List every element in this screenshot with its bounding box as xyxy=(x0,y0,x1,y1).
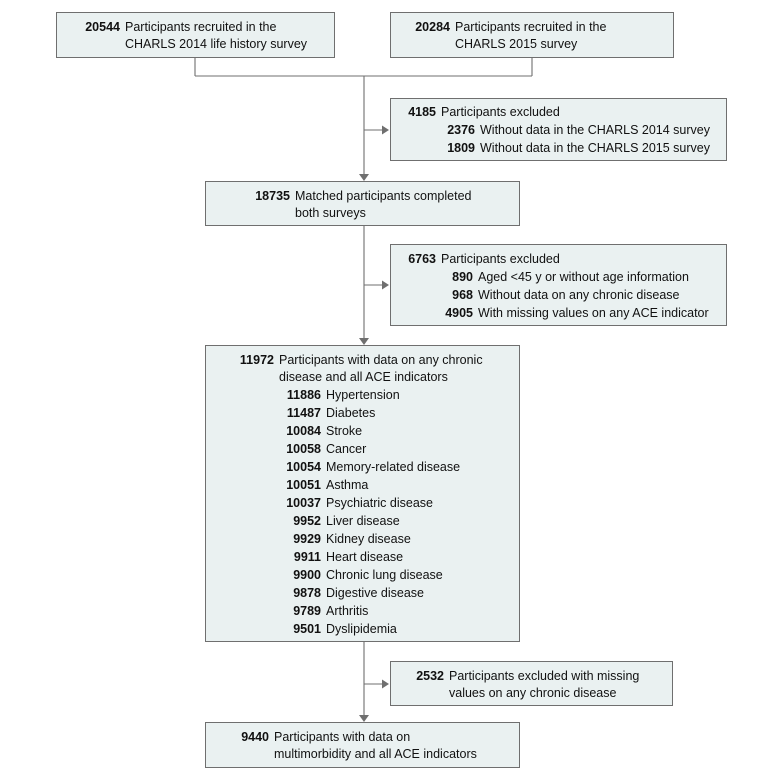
disease-count: 10051 xyxy=(286,478,321,492)
count-matched: 18735 xyxy=(255,189,290,203)
disease-count: 9911 xyxy=(293,550,321,564)
label-recruited-2015-line2: CHARLS 2015 survey xyxy=(455,37,578,51)
box-excluded-3: 2532 Participants excluded with missing … xyxy=(390,661,673,706)
box-excluded-2: 6763 Participants excluded 890 Aged <45 … xyxy=(390,244,727,326)
exclusion-item-count: 890 xyxy=(452,270,473,284)
count-excluded-2: 6763 xyxy=(408,252,436,266)
disease-count: 9900 xyxy=(293,568,321,582)
exclusion-item-count: 968 xyxy=(452,288,473,302)
label-excluded-1: Participants excluded xyxy=(441,105,560,119)
box-with-data: 11972 Participants with data on any chro… xyxy=(205,345,520,642)
count-excluded-3: 2532 xyxy=(416,669,444,683)
disease-label: Diabetes xyxy=(326,406,376,420)
disease-label: Chronic lung disease xyxy=(326,568,443,582)
label-recruited-2015-line1: Participants recruited in the xyxy=(455,20,607,34)
count-recruited-2014: 20544 xyxy=(85,20,120,34)
box-recruited-2015: 20284 Participants recruited in the CHAR… xyxy=(390,12,674,58)
label-final-line1: Participants with data on xyxy=(274,730,411,744)
box-final: 9440 Participants with data on multimorb… xyxy=(205,722,520,768)
exclusion-item-count: 1809 xyxy=(447,141,475,155)
label-with-data-line1: Participants with data on any chronic xyxy=(279,353,483,367)
disease-label: Psychiatric disease xyxy=(326,496,433,510)
disease-label: Liver disease xyxy=(326,514,400,528)
label-recruited-2014-line1: Participants recruited in the xyxy=(125,20,277,34)
arrow-to-exclusion-1 xyxy=(382,125,389,135)
label-recruited-2014-line2: CHARLS 2014 life history survey xyxy=(125,37,308,51)
disease-label: Heart disease xyxy=(326,550,404,564)
label-excluded-3-line2: values on any chronic disease xyxy=(449,686,617,700)
label-final-line2: multimorbidity and all ACE indicators xyxy=(274,747,477,761)
count-recruited-2015: 20284 xyxy=(415,20,450,34)
box-excluded-1: 4185 Participants excluded 2376 Without … xyxy=(390,98,727,161)
exclusion-item-count: 4905 xyxy=(445,306,473,320)
disease-label: Arthritis xyxy=(326,604,369,618)
disease-count: 11886 xyxy=(286,388,321,402)
disease-count: 10058 xyxy=(286,442,321,456)
exclusion-item-label: Aged <45 y or without age information xyxy=(478,270,689,284)
exclusion-item-label: Without data on any chronic disease xyxy=(478,288,680,302)
disease-label: Digestive disease xyxy=(326,586,424,600)
arrow-to-with-data xyxy=(359,338,369,345)
disease-count: 10037 xyxy=(286,496,321,510)
exclusion-item-label: Without data in the CHARLS 2014 survey xyxy=(480,123,710,137)
disease-label: Kidney disease xyxy=(326,532,411,546)
label-excluded-2: Participants excluded xyxy=(441,252,560,266)
box-matched: 18735 Matched participants completed bot… xyxy=(205,181,520,226)
arrow-to-exclusion-2 xyxy=(382,280,389,290)
arrow-to-final xyxy=(359,715,369,722)
arrow-to-matched xyxy=(359,174,369,181)
disease-label: Memory-related disease xyxy=(326,460,461,474)
box-recruited-2014: 20544 Participants recruited in the CHAR… xyxy=(56,12,335,58)
exclusion-item-count: 2376 xyxy=(447,123,475,137)
disease-label: Dyslipidemia xyxy=(326,622,397,636)
disease-count: 10054 xyxy=(286,460,321,474)
disease-label: Cancer xyxy=(326,442,367,456)
disease-count: 10084 xyxy=(286,424,321,438)
exclusion-item-label: With missing values on any ACE indicator xyxy=(478,306,709,320)
label-matched-line2: both surveys xyxy=(295,206,366,220)
disease-count: 9878 xyxy=(293,586,321,600)
count-excluded-1: 4185 xyxy=(408,105,436,119)
count-with-data: 11972 xyxy=(239,353,274,367)
arrow-to-exclusion-3 xyxy=(382,679,389,689)
disease-count: 9501 xyxy=(293,622,321,636)
disease-count: 11487 xyxy=(286,406,321,420)
exclusion-item-label: Without data in the CHARLS 2015 survey xyxy=(480,141,710,155)
disease-label: Hypertension xyxy=(326,388,400,402)
count-final: 9440 xyxy=(241,730,269,744)
disease-count: 9789 xyxy=(293,604,321,618)
label-with-data-line2: disease and all ACE indicators xyxy=(279,370,448,384)
disease-count: 9929 xyxy=(293,532,321,546)
disease-count: 9952 xyxy=(293,514,321,528)
label-matched-line1: Matched participants completed xyxy=(295,189,472,203)
disease-label: Stroke xyxy=(326,424,363,438)
disease-label: Asthma xyxy=(326,478,369,492)
label-excluded-3-line1: Participants excluded with missing xyxy=(449,669,640,683)
